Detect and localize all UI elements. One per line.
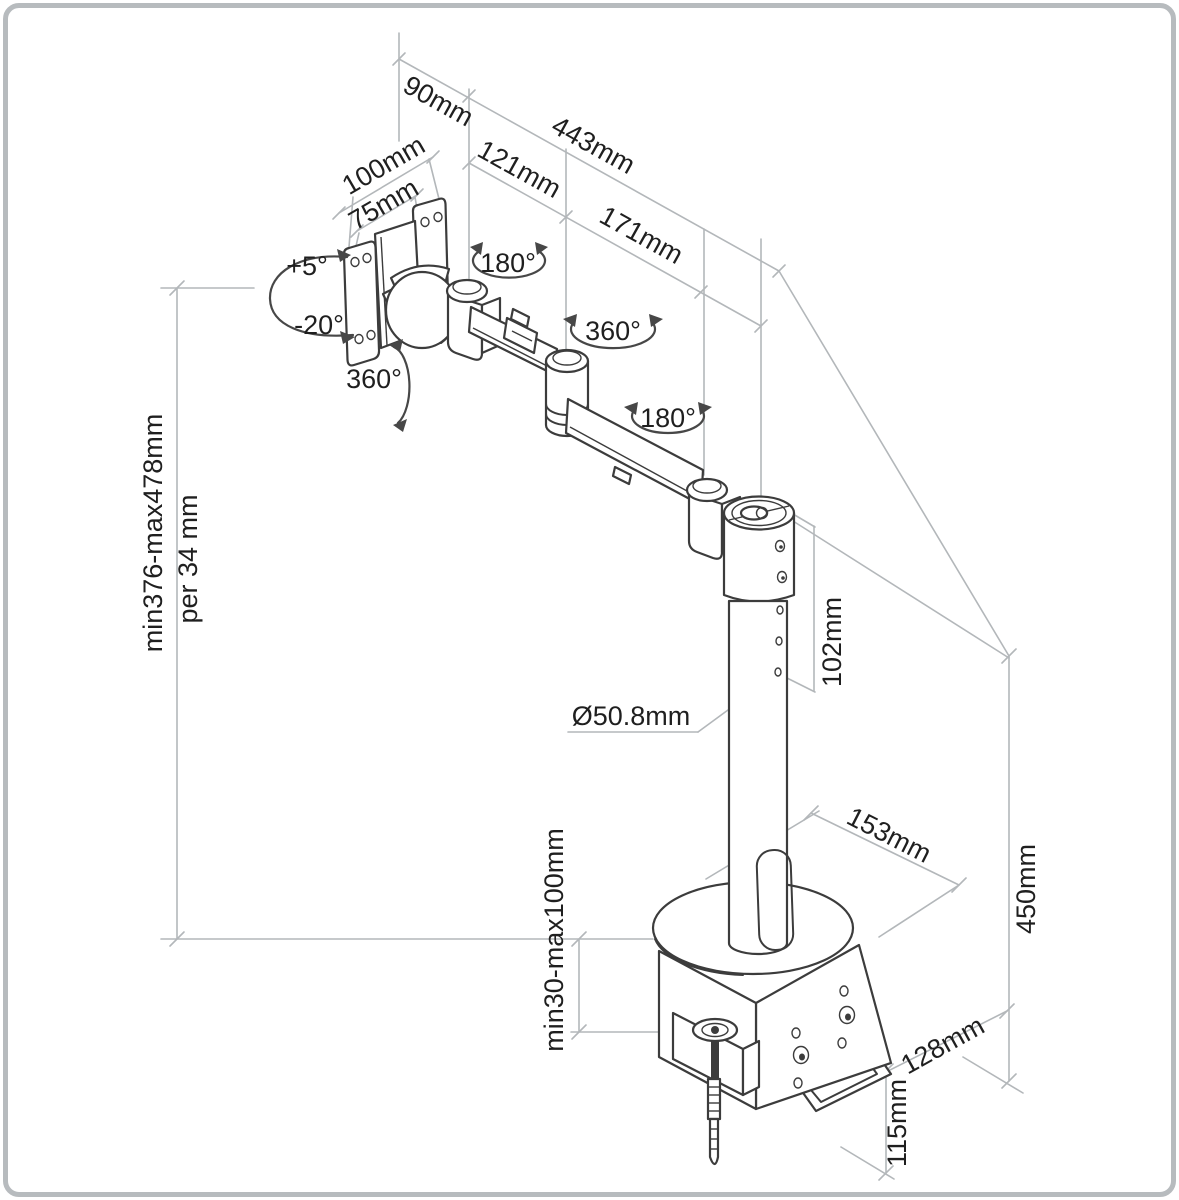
base-swivel-arrow-left: [624, 402, 638, 415]
drawing-card: 90mm 443mm 121mm 171mm 100mm 75mm min376…: [3, 3, 1176, 1197]
angle-base-swivel-label: 180°: [640, 403, 696, 433]
angle-head-swivel-label: 180°: [480, 248, 536, 278]
angle-labels: +5° -20° 360° 180° 360° 180°: [286, 248, 696, 433]
dim-height-range-label: min376-max478mm: [138, 414, 168, 653]
mid-rotation-arrow-right: [649, 314, 663, 327]
dimension-lines: [160, 32, 1024, 1181]
tilt-arc: [268, 255, 355, 337]
mid-rotation-arc: [569, 323, 657, 350]
dim-pole-height-label: 450mm: [1011, 844, 1041, 934]
dim-clamp-opening-label: min30-max100mm: [539, 828, 569, 1052]
vesa-plate-left: [342, 240, 381, 367]
dim-clamp-height-label: 115mm: [882, 1079, 912, 1167]
head-swivel-arrow-left: [470, 242, 483, 255]
dim-hole-pitch-label: 102mm: [817, 597, 847, 687]
dim-clamp-depth-label: 128mm: [896, 1010, 989, 1080]
angle-vesa-rotation-label: 360°: [346, 364, 402, 394]
pole-collar: [722, 495, 796, 603]
tilt-up-arrow: [337, 249, 351, 262]
base-swivel-arc: [630, 410, 706, 435]
angle-mid-rotation-label: 360°: [585, 316, 641, 346]
vesa-rotation-arrow-bottom: [393, 419, 407, 432]
dim-plate-depth-label: 153mm: [842, 801, 936, 869]
screw-shaft: [711, 1037, 719, 1079]
angle-tilt-up-label: +5°: [286, 251, 328, 281]
technical-drawing: 90mm 443mm 121mm 171mm 100mm 75mm min376…: [138, 32, 1041, 1181]
dim-head-offset-label: 90mm: [398, 70, 478, 133]
angle-tilt-down-label: -20°: [294, 310, 344, 340]
vesa-rotation-arrow-top: [389, 339, 403, 352]
dim-total-reach-label: 443mm: [547, 110, 640, 180]
head-swivel-arrow-right: [535, 242, 548, 255]
tilt-down-arrow: [340, 331, 355, 344]
dimension-labels: 90mm 443mm 121mm 171mm 100mm 75mm min376…: [138, 70, 1041, 1167]
mid-rotation-arrow-left: [563, 314, 577, 327]
cable-slot: [755, 848, 795, 952]
dim-pole-diameter-label: Ø50.8mm: [572, 701, 691, 731]
dim-height-step-label: per 34 mm: [173, 494, 203, 623]
monitor-arm-assembly: [342, 197, 893, 1166]
base-swivel-arrow-right: [698, 402, 712, 415]
screw-tip: [708, 1117, 720, 1166]
head-swivel-arc: [471, 250, 547, 279]
pole: [727, 599, 795, 956]
rotation-indicators: [268, 242, 712, 435]
clamp-screw-assembly: [671, 1011, 761, 1166]
